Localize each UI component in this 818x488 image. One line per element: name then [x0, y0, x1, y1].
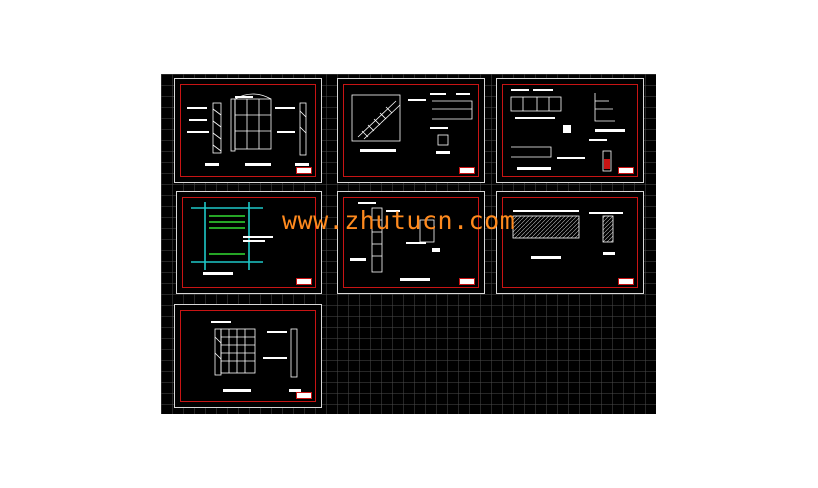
title-block — [296, 167, 312, 174]
drawing-sheet-4[interactable] — [176, 191, 322, 294]
title-block — [618, 167, 634, 174]
drawing-sheet-7[interactable] — [174, 304, 322, 408]
drawing-sheet-2[interactable] — [337, 78, 485, 183]
drawing-linework — [351, 93, 473, 154]
drawing-sheet-3[interactable] — [496, 78, 644, 183]
title-block — [459, 278, 475, 285]
sheet-frame — [343, 197, 479, 288]
sheet-frame — [343, 84, 479, 177]
sheet-frame — [182, 197, 316, 288]
title-block — [459, 167, 475, 174]
drawing-linework — [510, 89, 625, 172]
drawing-sheet-6[interactable] — [496, 191, 644, 294]
drawing-linework — [512, 210, 623, 259]
sheet-frame — [180, 84, 316, 177]
drawing-sheet-1[interactable] — [174, 78, 322, 183]
sheet-frame — [502, 197, 638, 288]
watermark-text: www.zhutucn.com — [282, 206, 516, 235]
drawing-linework — [187, 93, 309, 166]
title-block — [296, 392, 312, 399]
drawing-linework — [350, 202, 440, 281]
sheet-frame — [502, 84, 638, 177]
cad-model-space[interactable] — [161, 74, 656, 414]
drawing-linework — [191, 202, 273, 275]
sheet-frame — [180, 310, 316, 402]
drawing-sheet-5[interactable] — [337, 191, 485, 294]
title-block — [618, 278, 634, 285]
drawing-linework — [211, 321, 301, 392]
title-block — [296, 278, 312, 285]
